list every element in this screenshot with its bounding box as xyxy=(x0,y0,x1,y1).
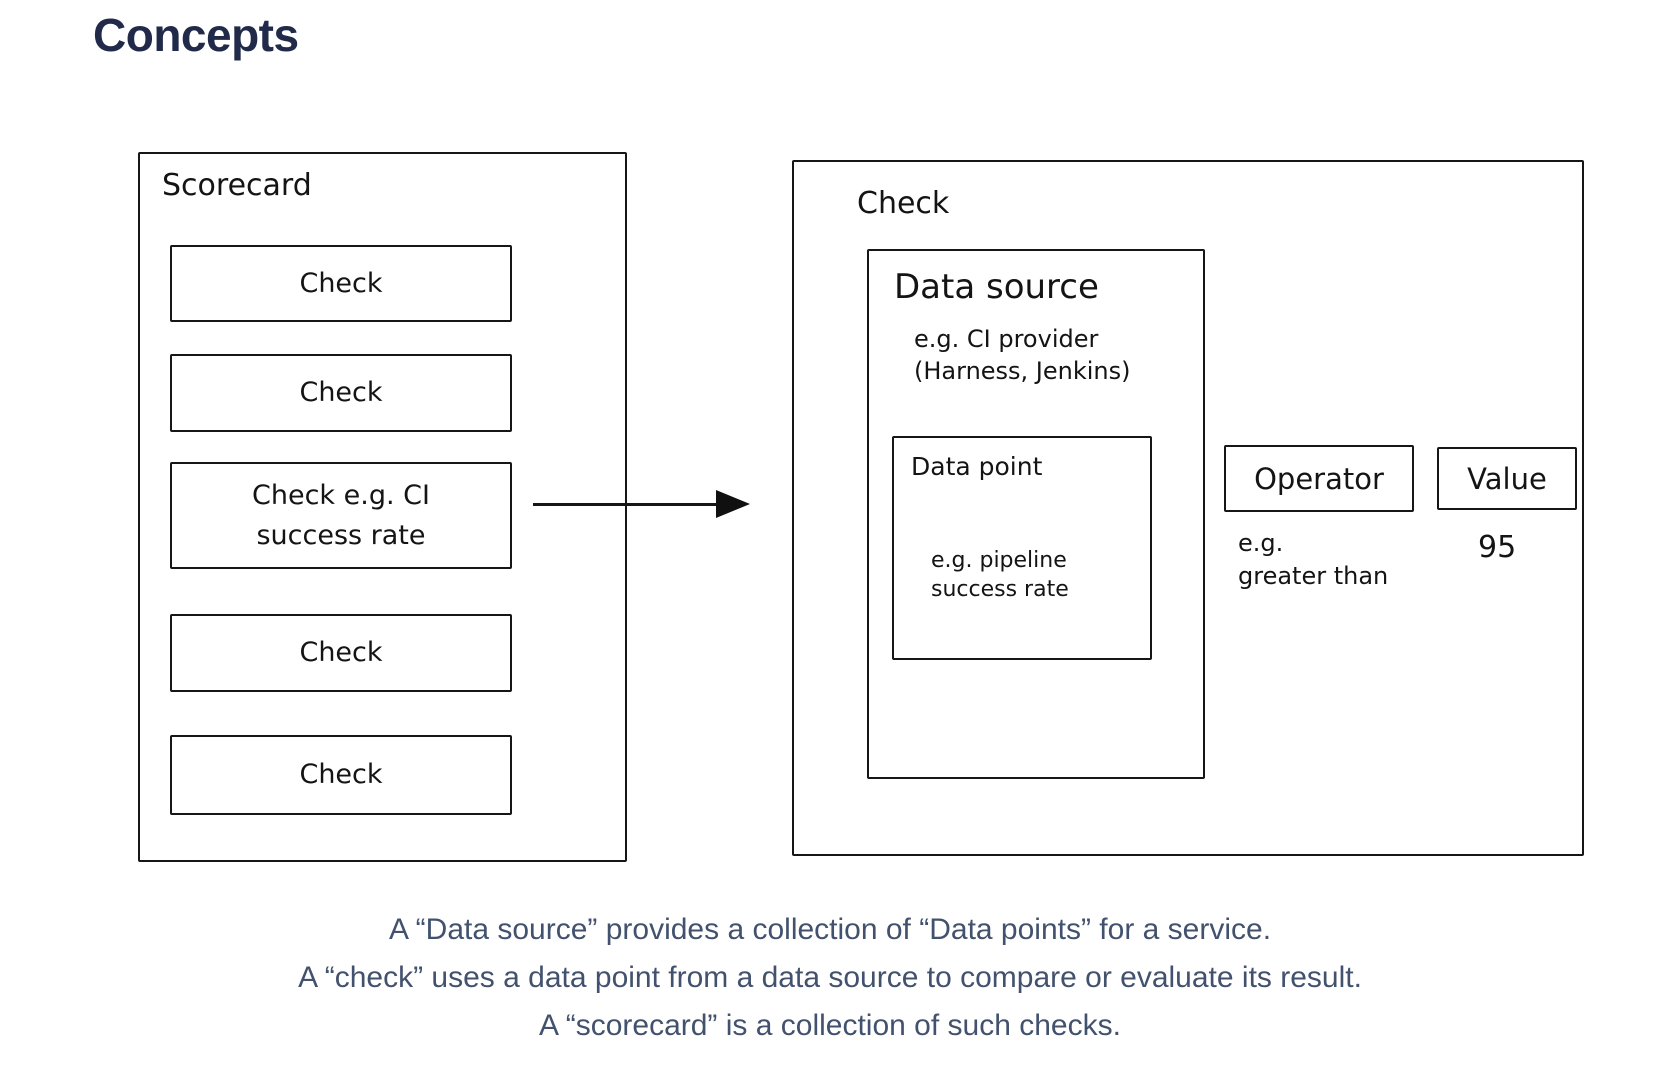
arrow-right-icon xyxy=(716,490,750,518)
arrow-connector-line xyxy=(533,503,719,506)
scorecard-label: Scorecard xyxy=(162,168,312,203)
data-source-title: Data source xyxy=(894,267,1099,307)
scorecard-check-item: Check xyxy=(170,614,512,692)
scorecard-check-item: Check xyxy=(170,735,512,815)
page-title: Concepts xyxy=(93,9,299,61)
data-point-example-text: e.g. pipeline success rate xyxy=(931,548,1069,602)
caption-line-data-source: A “Data source” provides a collection of… xyxy=(388,913,1272,946)
data-point-box: Data point e.g. pipeline success rate xyxy=(892,436,1152,660)
caption-paragraph: A “Data source” provides a collection of… xyxy=(0,906,1660,1050)
data-source-box: Data source e.g. CI provider (Harness, J… xyxy=(867,249,1205,779)
check-detail-box: Check Data source e.g. CI provider (Harn… xyxy=(792,160,1584,856)
scorecard-container-box: Scorecard Check Check Check e.g. CI succ… xyxy=(138,152,627,862)
caption-line-check: A “check” uses a data point from a data … xyxy=(298,961,1362,994)
data-point-title: Data point xyxy=(911,452,1043,481)
operator-box: Operator xyxy=(1224,445,1414,512)
data-source-example-text: e.g. CI provider (Harness, Jenkins) xyxy=(914,325,1131,385)
scorecard-check-item: Check xyxy=(170,354,512,432)
value-example-text: 95 xyxy=(1478,530,1517,565)
value-box: Value xyxy=(1437,447,1577,510)
scorecard-check-item-ci-success-rate: Check e.g. CI success rate xyxy=(170,462,512,569)
scorecard-check-item: Check xyxy=(170,245,512,322)
check-detail-label: Check xyxy=(857,186,950,221)
caption-line-scorecard: A “scorecard” is a collection of such ch… xyxy=(539,1009,1121,1042)
operator-example-text: e.g. greater than xyxy=(1238,529,1389,590)
